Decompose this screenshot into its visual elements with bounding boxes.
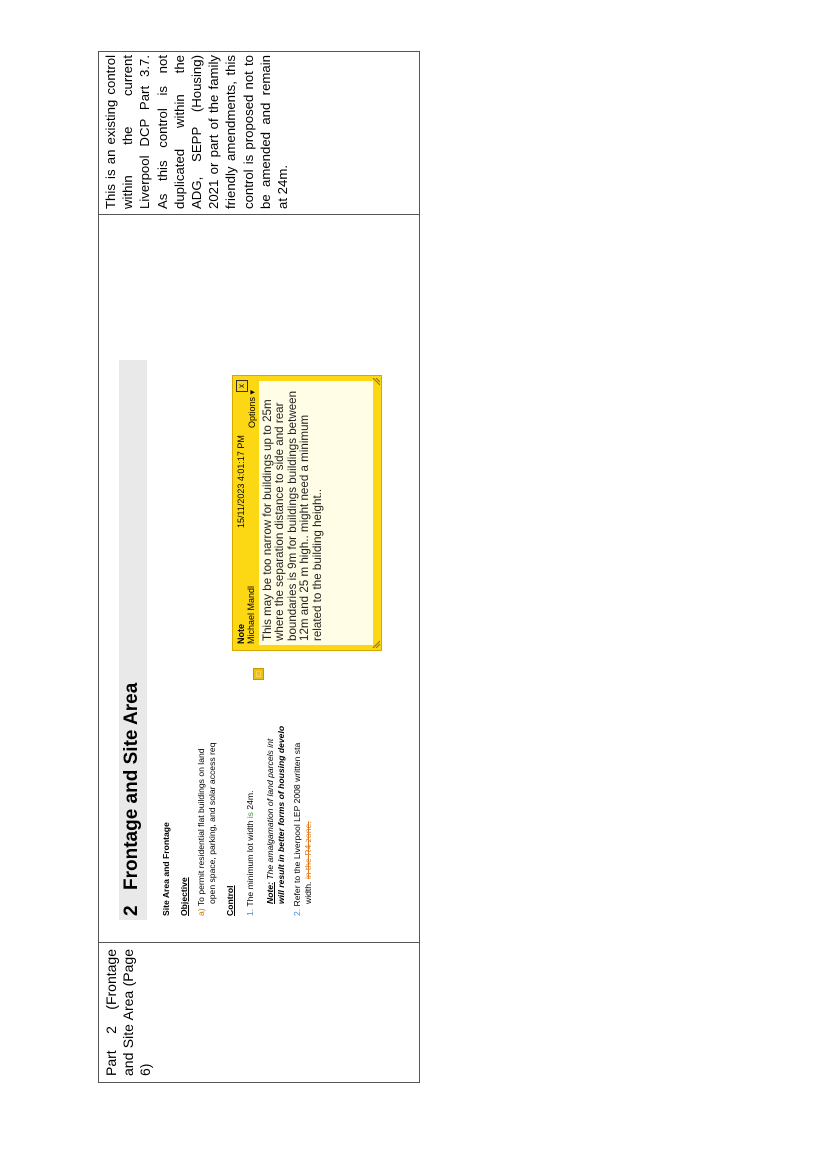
section-title: Site Area and Frontage [161, 822, 171, 916]
resize-grip-icon[interactable] [370, 638, 380, 648]
control-note-line2: will result in better forms of housing d… [275, 725, 286, 904]
control-note: Note: The amalgamation of land parcels i… [265, 726, 286, 904]
control-1-prefix: 1. [245, 908, 255, 916]
heading-title: Frontage and Site Area [121, 682, 142, 890]
control-1-text-a: The minimum lot width [245, 818, 255, 907]
comment-cell: This is an existing control within the c… [103, 55, 291, 209]
control-label: Control [225, 885, 235, 916]
control-1-is: is [245, 812, 255, 819]
objective-a-line1: To permit residential flat buildings on … [196, 748, 206, 907]
control-1: 1. The minimum lot width is 24m. [245, 791, 256, 916]
control-2-line1: Refer to the Liverpool LEP 2008 written … [292, 742, 302, 907]
note-author: Michael Mandl [246, 585, 256, 644]
note-date: 15/11/2023 4:01:17 PM [236, 435, 246, 528]
objective-a-prefix: a) [196, 908, 206, 916]
control-2-deleted: in the R4 zone. [302, 821, 313, 880]
excerpt-cell: 2 Frontage and Site Area Site Area and F… [99, 214, 419, 942]
objective-a: a) To permit residential flat buildings … [196, 743, 217, 916]
control-2-prefix: 2. [292, 908, 302, 916]
reference-cell: Part 2 (Frontage and Site Area (Page 6) [99, 942, 419, 1082]
dcp-excerpt-screenshot: 2 Frontage and Site Area Site Area and F… [107, 360, 407, 930]
resize-grip-icon[interactable] [370, 378, 380, 388]
close-icon[interactable]: x [236, 380, 248, 392]
sticky-note-popup[interactable]: Note Michael Mandl 15/11/2023 4:01:17 PM… [232, 375, 382, 651]
objective-a-line2: open space, parking, and solar access re… [206, 742, 217, 904]
control-1-text-b: 24m. [245, 790, 255, 813]
control-note-label: Note: [265, 882, 275, 904]
comment-marker-icon[interactable]: □ [253, 668, 264, 680]
note-options-menu[interactable]: Options ▾ [247, 390, 257, 429]
control-2-line2: width. [302, 879, 313, 904]
objective-label: Objective [179, 877, 189, 916]
note-body[interactable]: This may be too narrow for buildings up … [259, 381, 373, 645]
note-header: Note Michael Mandl 15/11/2023 4:01:17 PM… [235, 380, 259, 646]
heading-number: 2 [121, 905, 142, 916]
control-note-line1: The amalgamation of land parcels int [265, 738, 275, 883]
comparison-table: Part 2 (Frontage and Site Area (Page 6) … [98, 51, 420, 1083]
control-2: 2. Refer to the Liverpool LEP 2008 writt… [292, 743, 313, 916]
